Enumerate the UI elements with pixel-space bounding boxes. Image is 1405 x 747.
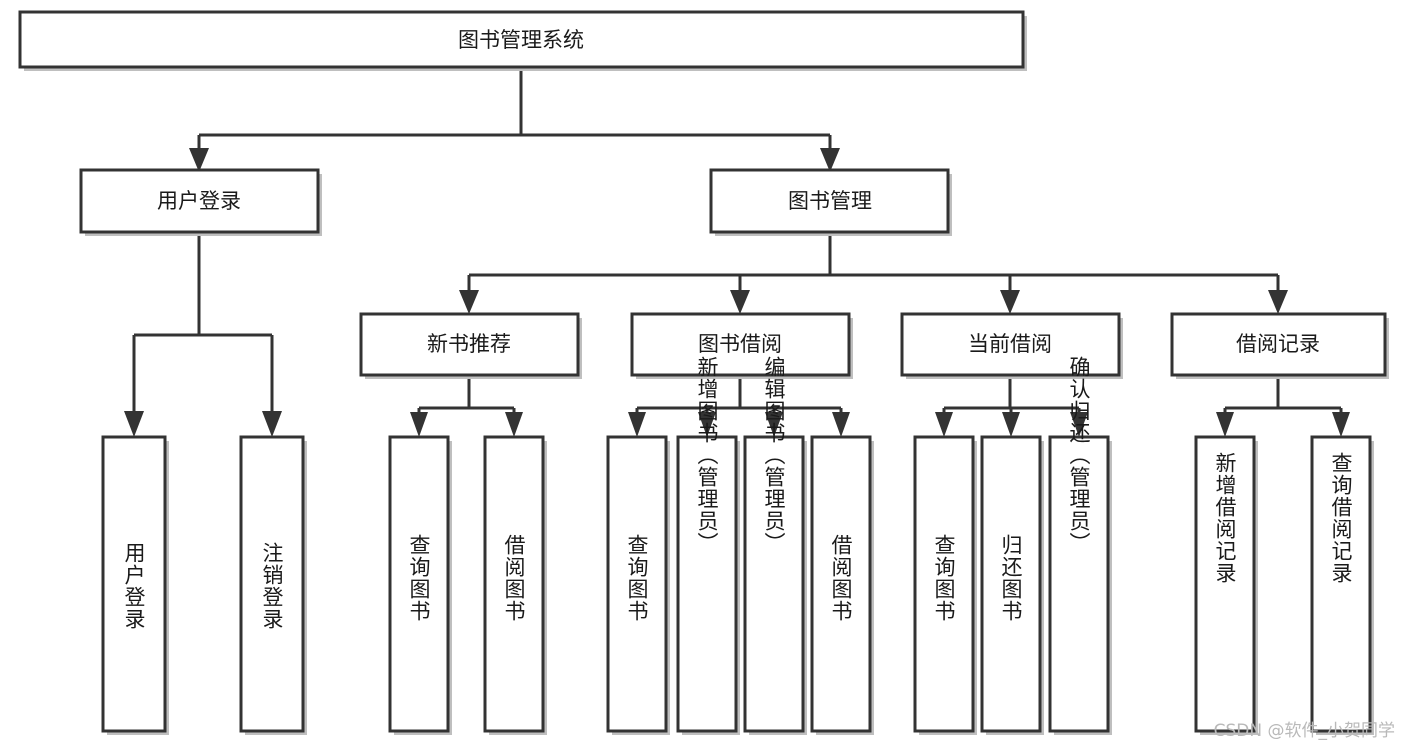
leaf-user-login-label: 用户登录	[122, 542, 146, 630]
node-leaf-borrow-book-1[interactable]: 借阅图书	[483, 435, 547, 735]
connector-newbookrec-to-leaves	[417, 375, 516, 419]
connector-root-to-level1	[197, 67, 832, 154]
node-leaf-query-book-2[interactable]: 查询图书	[606, 435, 670, 735]
leaf-return-book-label: 归还图书	[999, 534, 1023, 622]
book-borrow-label: 图书借阅	[698, 332, 782, 356]
node-book-borrow[interactable]: 图书借阅	[630, 312, 853, 379]
arrow-leaf-edit-book	[765, 412, 783, 437]
leaf-query-book-2-label: 查询图书	[625, 534, 649, 622]
node-leaf-user-logout[interactable]: 注销登录	[239, 435, 307, 735]
user-login-box[interactable]	[79, 168, 320, 234]
leaf-add-record-label: 新增借阅记录	[1213, 452, 1237, 584]
node-borrow-record[interactable]: 借阅记录	[1170, 312, 1389, 379]
connector-userlogin-to-leaves	[132, 232, 274, 419]
arrow-new-book-rec	[459, 290, 479, 314]
root-label: 图书管理系统	[458, 28, 584, 52]
leaf-user-login-box[interactable]	[101, 435, 167, 733]
connector-layer	[124, 67, 1350, 437]
node-root[interactable]: 图书管理系统	[18, 10, 1027, 71]
new-book-rec-label: 新书推荐	[427, 332, 511, 356]
connector-bookborrow-to-leaves	[635, 375, 843, 419]
leaf-borrow-book-1-label: 借阅图书	[502, 534, 526, 622]
leaf-borrow-book-2-label: 借阅图书	[829, 534, 853, 622]
arrow-user-login	[189, 148, 209, 172]
arrow-book-manage	[820, 148, 840, 172]
arrow-leaf-borrow-book-2	[832, 412, 850, 437]
node-book-manage[interactable]: 图书管理	[709, 168, 952, 236]
node-leaf-borrow-book-2[interactable]: 借阅图书	[810, 435, 874, 735]
arrow-leaf-add-record	[1216, 412, 1234, 437]
leaf-borrow-book-1-box[interactable]	[483, 435, 545, 733]
current-borrow-label: 当前借阅	[968, 332, 1052, 356]
root-box[interactable]	[18, 10, 1025, 69]
leaf-query-record-label: 查询借阅记录	[1329, 452, 1353, 584]
new-book-rec-box[interactable]	[359, 312, 580, 377]
arrow-leaf-confirm-return	[1070, 412, 1088, 437]
leaf-query-book-2-box[interactable]	[606, 435, 668, 733]
leaf-return-book-box[interactable]	[980, 435, 1042, 733]
arrow-leaf-query-record	[1332, 412, 1350, 437]
leaf-query-record-box[interactable]	[1310, 435, 1372, 733]
arrow-leaf-query-book-1	[410, 412, 428, 437]
node-leaf-query-book-1[interactable]: 查询图书	[388, 435, 452, 735]
leaf-query-book-3-label: 查询图书	[932, 534, 956, 622]
arrow-leaf-add-book	[698, 412, 716, 437]
borrow-record-label: 借阅记录	[1236, 332, 1320, 356]
connector-bookmanage-to-level2	[467, 232, 1280, 296]
leaf-user-logout-box[interactable]	[239, 435, 305, 733]
leaf-confirm-return-label: 确认归还（管理员）	[1067, 356, 1091, 554]
node-leaf-user-login[interactable]: 用户登录	[101, 435, 169, 735]
arrow-leaf-borrow-book-1	[505, 412, 523, 437]
arrow-leaf-user-logout	[262, 411, 282, 437]
node-leaf-query-record[interactable]: 查询借阅记录	[1310, 435, 1374, 735]
leaf-add-book-box[interactable]	[676, 435, 738, 733]
node-leaf-edit-book[interactable]: 编辑图书（管理员）	[743, 356, 807, 735]
leaf-add-book-label: 新增图书（管理员）	[695, 356, 719, 554]
leaf-borrow-book-2-box[interactable]	[810, 435, 872, 733]
book-manage-label: 图书管理	[788, 189, 872, 213]
node-leaf-query-book-3[interactable]: 查询图书	[913, 435, 977, 735]
borrow-record-box[interactable]	[1170, 312, 1387, 377]
arrow-leaf-query-book-2	[628, 412, 646, 437]
arrow-leaf-user-login	[124, 411, 144, 437]
connector-borrowrecord-to-leaves	[1223, 375, 1343, 419]
node-new-book-rec[interactable]: 新书推荐	[359, 312, 582, 379]
book-borrow-box[interactable]	[630, 312, 851, 377]
arrow-leaf-return-book	[1002, 412, 1020, 437]
arrow-borrow-record	[1268, 290, 1288, 314]
node-user-login[interactable]: 用户登录	[79, 168, 322, 236]
node-leaf-confirm-return[interactable]: 确认归还（管理员）	[1048, 356, 1112, 735]
node-current-borrow[interactable]: 当前借阅	[900, 312, 1123, 379]
leaf-edit-book-label: 编辑图书（管理员）	[762, 356, 786, 554]
leaf-confirm-return-box[interactable]	[1048, 435, 1110, 733]
leaf-user-logout-label: 注销登录	[260, 542, 284, 630]
leaf-edit-book-box[interactable]	[743, 435, 805, 733]
arrow-current-borrow	[1000, 290, 1020, 314]
leaf-query-book-3-box[interactable]	[913, 435, 975, 733]
current-borrow-box[interactable]	[900, 312, 1121, 377]
arrow-book-borrow	[730, 290, 750, 314]
leaf-query-book-1-box[interactable]	[388, 435, 450, 733]
leaf-query-book-1-label: 查询图书	[407, 534, 431, 622]
leaf-add-record-box[interactable]	[1194, 435, 1256, 733]
node-leaf-add-book[interactable]: 新增图书（管理员）	[676, 356, 740, 735]
node-leaf-return-book[interactable]: 归还图书	[980, 435, 1044, 735]
node-leaf-add-record[interactable]: 新增借阅记录	[1194, 435, 1258, 735]
arrow-leaf-query-book-3	[935, 412, 953, 437]
user-login-label: 用户登录	[157, 189, 241, 213]
book-manage-box[interactable]	[709, 168, 950, 234]
